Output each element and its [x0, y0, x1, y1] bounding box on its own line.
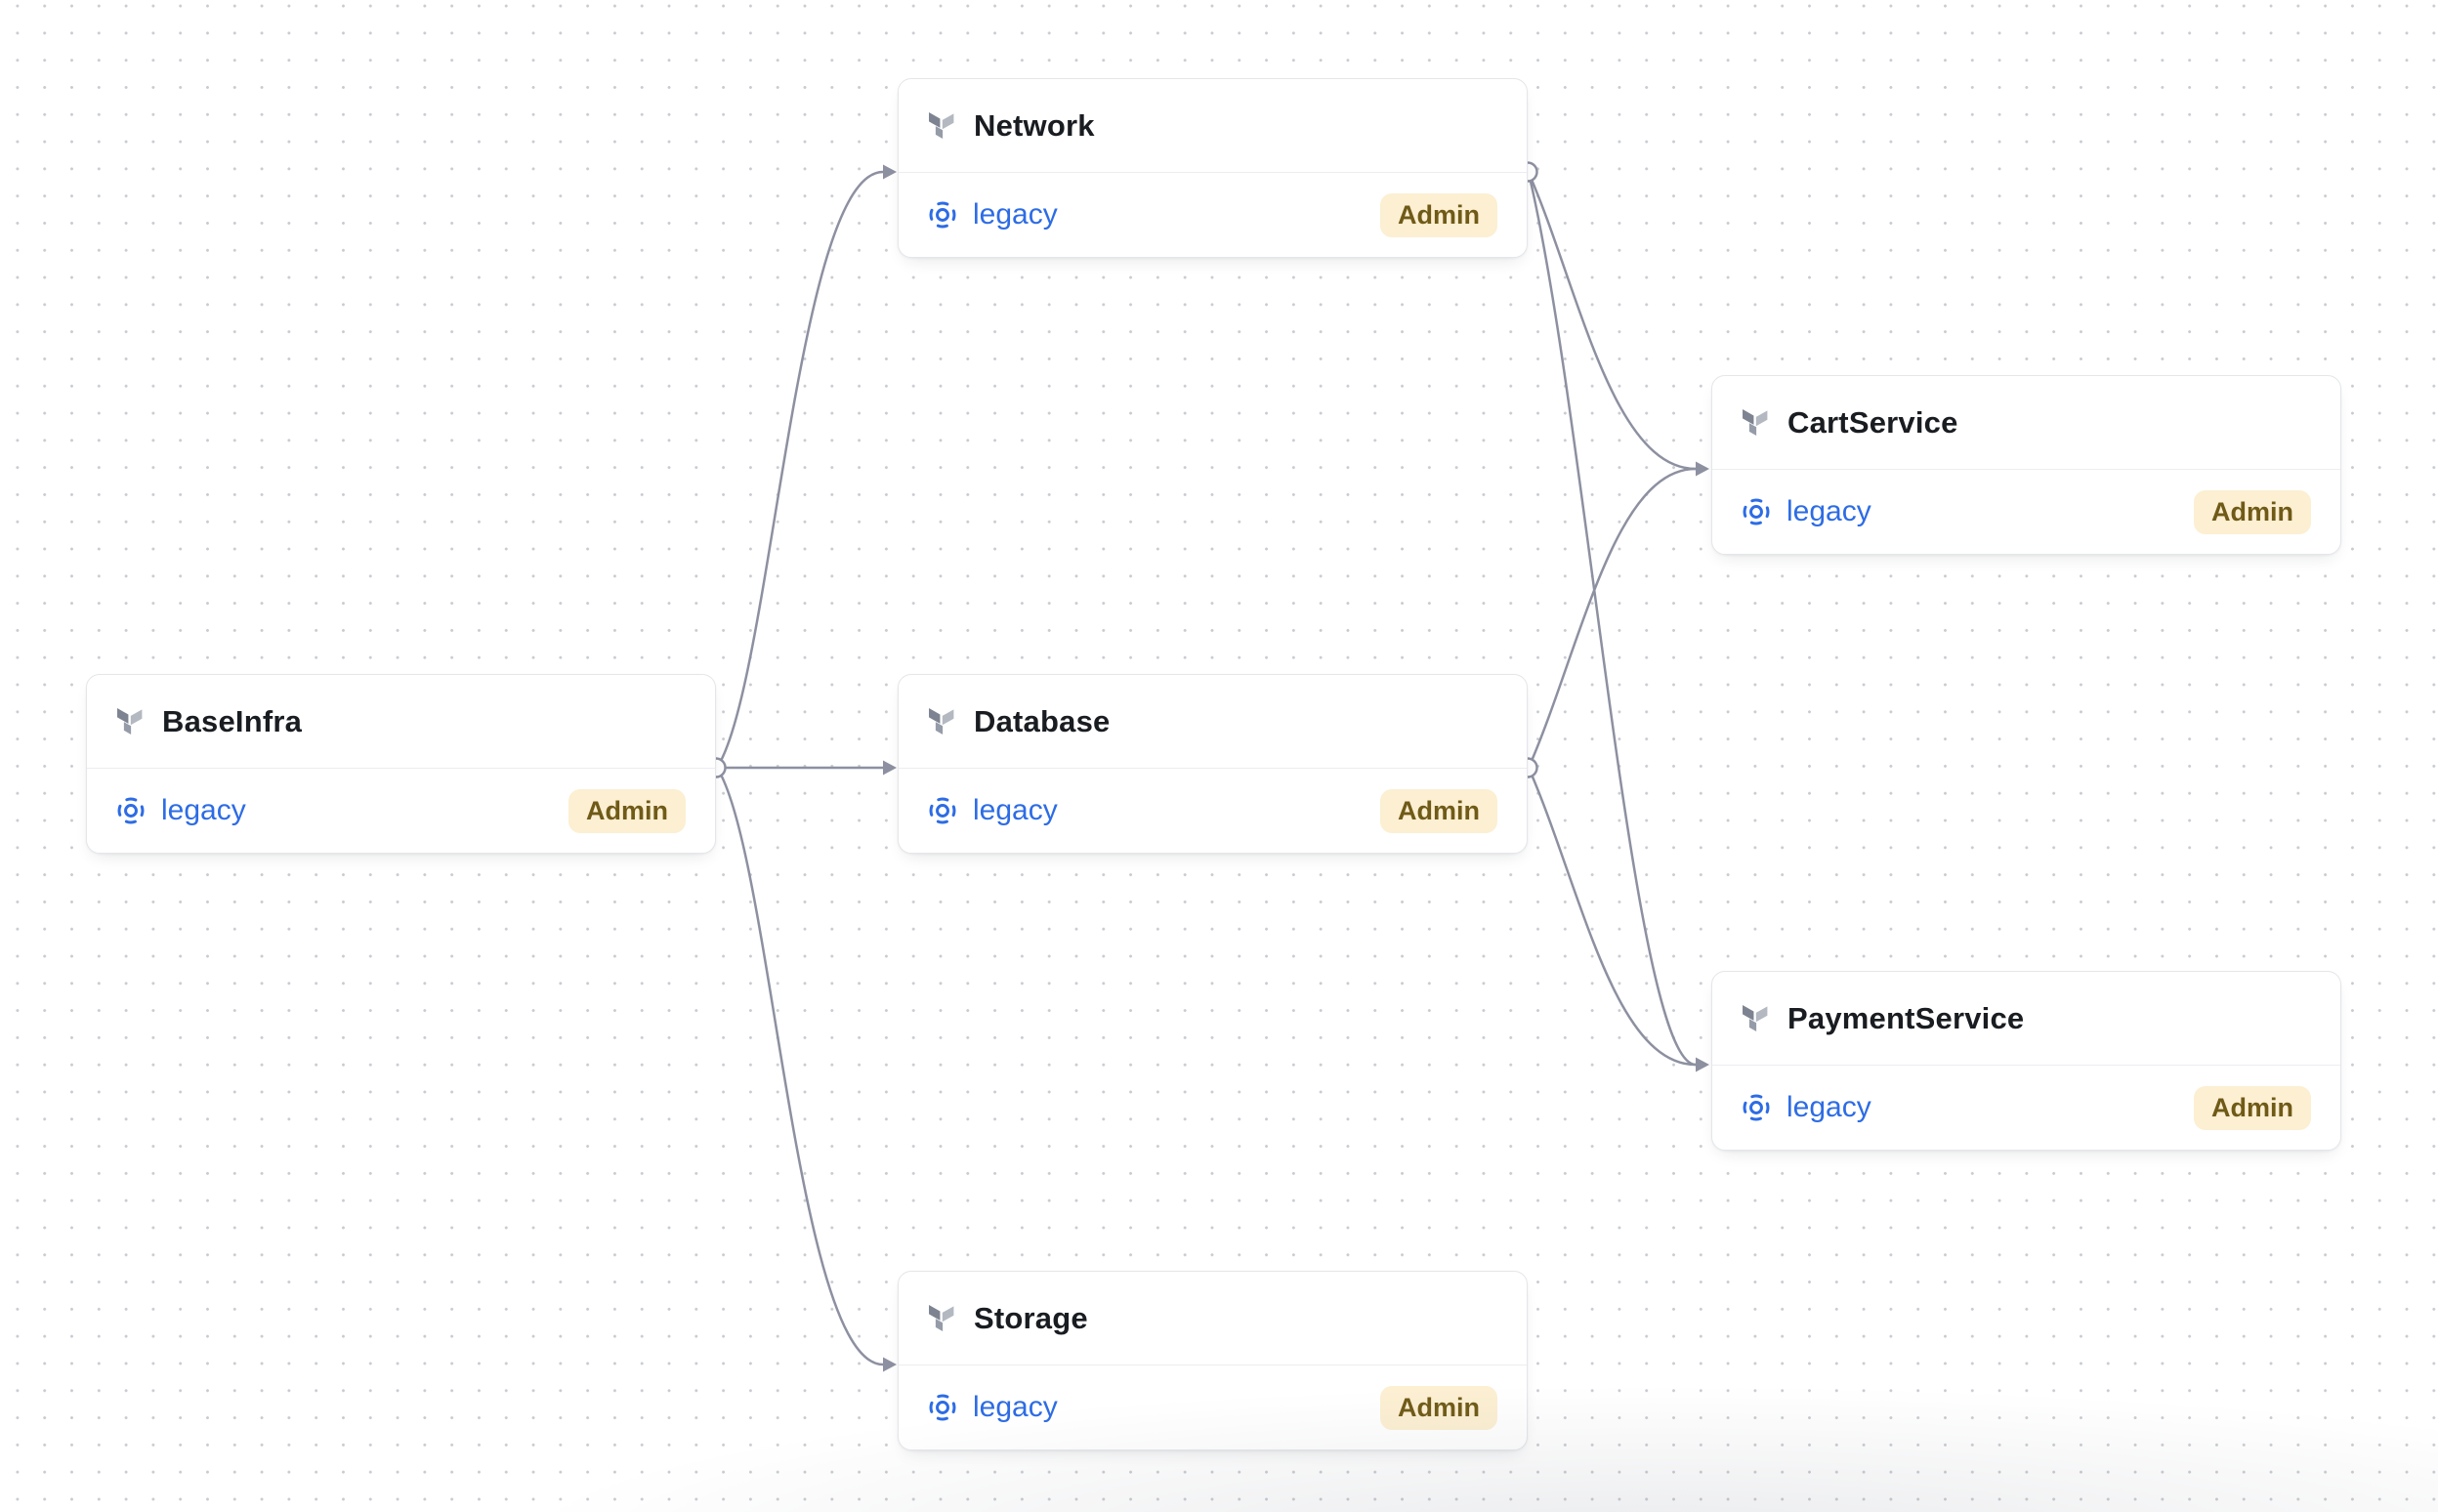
edge-network-cartservice[interactable] — [1527, 172, 1697, 471]
node-header: Database — [899, 675, 1527, 769]
role-badge: Admin — [1380, 788, 1497, 833]
node-title: Storage — [974, 1300, 1088, 1335]
workspace-node-cartservice[interactable]: CartService legacy Admin — [1711, 375, 2341, 555]
arrowhead-into-database — [883, 760, 897, 776]
role-badge: Admin — [568, 788, 686, 833]
arrowhead-into-paymentservice — [1696, 1057, 1709, 1072]
arrowhead-into-cartservice — [1696, 461, 1709, 477]
node-body: legacy Admin — [899, 173, 1527, 257]
environment-label: legacy — [161, 794, 246, 826]
arrowhead-into-network — [883, 164, 897, 180]
edge-network-paymentservice[interactable] — [1527, 172, 1697, 1067]
terraform-icon — [1743, 1005, 1768, 1031]
terraform-icon — [1743, 409, 1768, 436]
environment-link[interactable]: legacy — [928, 1391, 1058, 1424]
role-badge: Admin — [1380, 192, 1497, 237]
role-badge: Admin — [2194, 1085, 2311, 1130]
node-header: Storage — [899, 1272, 1527, 1365]
edge-baseinfra-storage[interactable] — [715, 767, 884, 1366]
edge-database-cartservice[interactable] — [1527, 467, 1697, 769]
environment-icon — [1743, 1094, 1770, 1121]
terraform-icon — [117, 708, 143, 735]
workspace-node-database[interactable]: Database legacy Admin — [898, 674, 1528, 854]
terraform-icon — [929, 708, 954, 735]
environment-link[interactable]: legacy — [928, 198, 1058, 231]
node-title: BaseInfra — [162, 703, 303, 738]
environment-label: legacy — [973, 198, 1058, 231]
environment-link[interactable]: legacy — [928, 794, 1058, 827]
environment-label: legacy — [973, 794, 1058, 826]
environment-label: legacy — [1786, 495, 1871, 527]
node-body: legacy Admin — [87, 769, 715, 853]
terraform-icon — [929, 112, 954, 139]
node-body: legacy Admin — [899, 769, 1527, 853]
role-badge: Admin — [1380, 1385, 1497, 1430]
edge-baseinfra-network[interactable] — [715, 170, 884, 769]
workspace-node-baseinfra[interactable]: BaseInfra legacy Admin — [86, 674, 716, 854]
node-header: Network — [899, 79, 1527, 173]
node-header: BaseInfra — [87, 675, 715, 769]
environment-icon — [929, 1394, 956, 1421]
environment-link[interactable]: legacy — [116, 794, 246, 827]
workspace-node-storage[interactable]: Storage legacy Admin — [898, 1271, 1528, 1450]
node-title: CartService — [1787, 404, 1958, 440]
environment-icon — [929, 201, 956, 229]
environment-label: legacy — [973, 1391, 1058, 1423]
node-body: legacy Admin — [1712, 470, 2340, 554]
environment-link[interactable]: legacy — [1742, 1091, 1871, 1124]
node-body: legacy Admin — [1712, 1066, 2340, 1150]
role-badge: Admin — [2194, 489, 2311, 534]
arrowhead-into-storage — [883, 1357, 897, 1372]
environment-icon — [117, 797, 145, 824]
environment-link[interactable]: legacy — [1742, 495, 1871, 528]
terraform-icon — [929, 1305, 954, 1331]
node-title: Database — [974, 703, 1111, 738]
node-body: legacy Admin — [899, 1365, 1527, 1449]
workspace-node-paymentservice[interactable]: PaymentService legacy Admin — [1711, 971, 2341, 1151]
edge-database-paymentservice[interactable] — [1527, 767, 1697, 1067]
node-header: PaymentService — [1712, 972, 2340, 1066]
environment-label: legacy — [1786, 1091, 1871, 1123]
node-header: CartService — [1712, 376, 2340, 470]
environment-icon — [1743, 498, 1770, 525]
node-title: PaymentService — [1787, 1000, 2025, 1035]
node-title: Network — [974, 107, 1095, 143]
workspace-node-network[interactable]: Network legacy Admin — [898, 78, 1528, 258]
environment-icon — [929, 797, 956, 824]
